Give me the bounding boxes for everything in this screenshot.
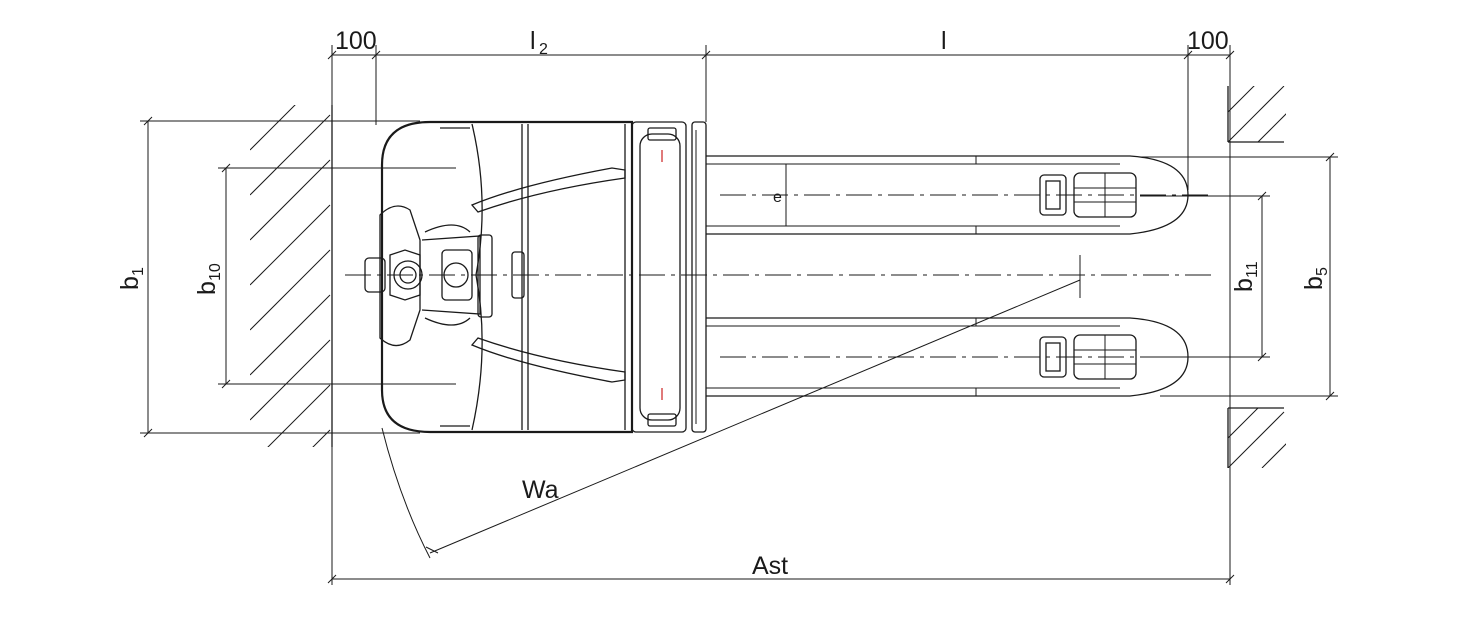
truck-body [364, 120, 707, 434]
b5-dimension [1140, 152, 1338, 401]
b1-dimension [140, 116, 420, 438]
top-dimension-line [327, 50, 1235, 60]
dim-label-wa: Wa [522, 476, 559, 504]
vertical-extension-lines [331, 45, 1231, 585]
svg-text:11: 11 [1244, 261, 1261, 278]
dim-label-right-clearance: 100 [1187, 27, 1229, 55]
dim-label-l2: l 2 [530, 27, 548, 58]
svg-text:l: l [530, 27, 536, 55]
dim-label-e: e [773, 189, 782, 206]
dim-label-ast: Ast [752, 552, 788, 580]
svg-text:2: 2 [539, 41, 548, 58]
dim-label-b10: b 10 [193, 263, 224, 295]
dim-label-b5: b 5 [1300, 267, 1331, 290]
upper-fork [706, 155, 1210, 235]
dim-label-left-clearance: 100 [335, 27, 377, 55]
svg-text:1: 1 [130, 267, 147, 276]
svg-text:b: b [193, 281, 221, 295]
turning-radius-wa [381, 279, 1081, 559]
svg-text:b: b [116, 276, 144, 290]
svg-text:b: b [1300, 276, 1328, 290]
dim-label-l: l [941, 27, 947, 55]
dim-label-b11: b 11 [1230, 261, 1261, 292]
lower-fork [706, 317, 1210, 397]
svg-text:b: b [1230, 278, 1258, 292]
dim-label-b1: b 1 [116, 267, 147, 290]
ast-dimension [327, 574, 1235, 584]
svg-text:10: 10 [207, 263, 224, 281]
right-top-wall-hatching [1227, 86, 1286, 143]
svg-text:5: 5 [1314, 267, 1331, 276]
left-wall-hatching [250, 105, 333, 447]
right-bottom-wall-hatching [1227, 407, 1286, 468]
